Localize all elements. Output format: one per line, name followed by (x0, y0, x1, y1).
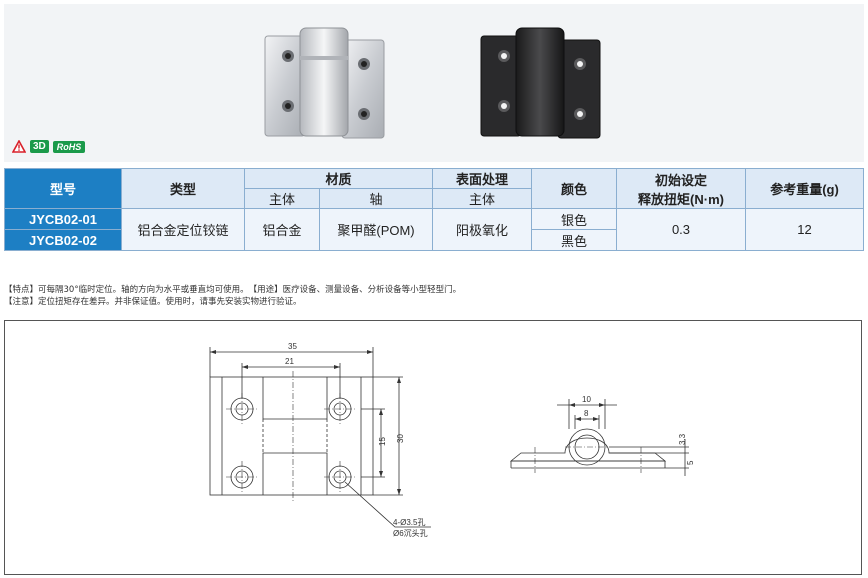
hinge-outline (209, 376, 374, 496)
dim-35: 35 (288, 342, 297, 351)
header-surface-main: 主体 (432, 188, 532, 209)
3d-badge[interactable]: 3D (30, 140, 49, 153)
hole-note-1: 4-Ø3.5孔 (393, 518, 425, 527)
header-material-axis: 轴 (319, 188, 433, 209)
side-view (509, 399, 689, 476)
header-model: 型号 (4, 168, 122, 209)
weight-cell: 12 (745, 208, 864, 251)
note-caution: 【注意】定位扭矩存在差异。并非保证值。使用时，请事先安装实物进行验证。 (4, 297, 302, 307)
notes: 【特点】可每隔30°临时定位。轴的方向为水平或垂直均可使用。 【用途】医疗设备、… (4, 284, 461, 308)
material-axis-cell: 聚甲醛(POM) (319, 208, 433, 251)
rohs-badge: RoHS (52, 140, 86, 153)
drawing-svg: 35 21 15 30 4-Ø3.5孔 Ø6沉头孔 (209, 342, 695, 538)
table-row-model: JYCB02-02 (4, 229, 122, 251)
dim-15: 15 (378, 437, 387, 446)
dim-21: 21 (285, 357, 294, 366)
dim-30: 30 (396, 434, 405, 443)
technical-drawing: 35 21 15 30 4-Ø3.5孔 Ø6沉头孔 (4, 320, 862, 575)
header-surface: 表面处理 (432, 168, 532, 189)
header-weight: 参考重量(g) (745, 168, 864, 209)
header-torque-line2: 释放扭矩(N·m) (638, 191, 724, 207)
hole-note-2: Ø6沉头孔 (393, 528, 428, 538)
torque-cell: 0.3 (616, 208, 746, 251)
header-color: 颜色 (531, 168, 617, 209)
warning-icon (12, 140, 26, 153)
table-row-model: JYCB02-01 (4, 208, 122, 230)
header-type: 类型 (121, 168, 245, 209)
black-hinge-photo (480, 27, 601, 139)
silver-hinge-photo (264, 27, 385, 139)
header-torque: 初始设定 释放扭矩(N·m) (616, 168, 746, 209)
color-cell: 黑色 (531, 229, 617, 251)
dim-5: 5 (686, 460, 695, 465)
badge-row: 3D RoHS (12, 140, 86, 153)
product-photo-area: 3D RoHS (4, 4, 864, 162)
type-cell: 铝合金定位铰链 (121, 208, 245, 251)
dim-8: 8 (584, 409, 589, 418)
material-main-cell: 铝合金 (244, 208, 320, 251)
header-material-main: 主体 (244, 188, 320, 209)
spec-table: 型号 类型 材质 表面处理 颜色 初始设定 释放扭矩(N·m) 参考重量(g) … (4, 168, 864, 251)
color-cell: 银色 (531, 208, 617, 230)
header-material: 材质 (244, 168, 433, 189)
header-torque-line1: 初始设定 (654, 172, 707, 188)
surface-cell: 阳极氧化 (432, 208, 532, 251)
dim-3-3: 3.3 (678, 433, 687, 445)
note-features: 【特点】可每隔30°临时定位。轴的方向为水平或垂直均可使用。 【用途】医疗设备、… (4, 285, 462, 295)
dim-10: 10 (582, 395, 591, 404)
